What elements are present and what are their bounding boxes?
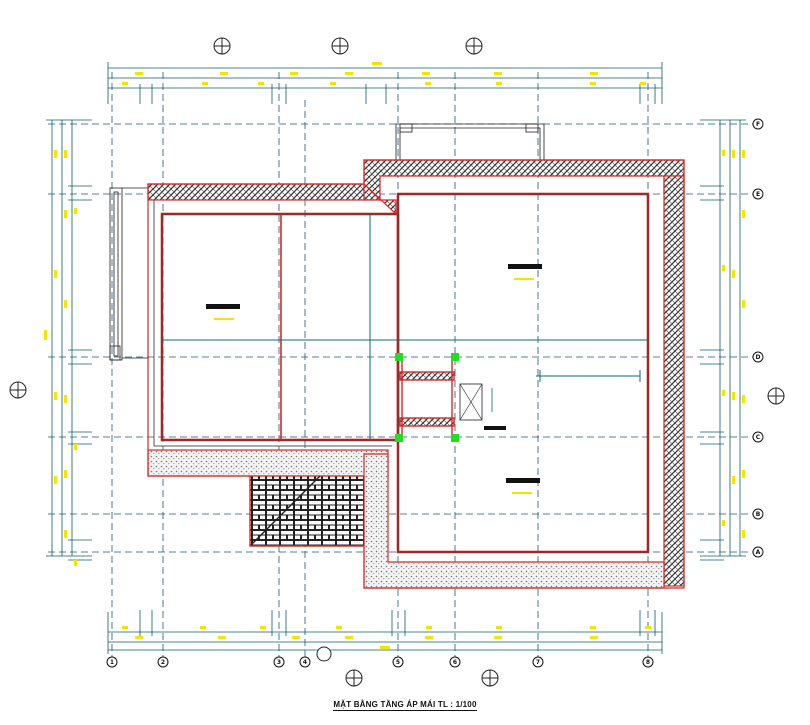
dimension-text-right <box>722 150 745 538</box>
axis-bubble-icon <box>299 656 311 668</box>
dimension-text-bottom <box>122 626 651 649</box>
level-tags <box>206 264 542 494</box>
tiled-roof <box>249 475 365 547</box>
column-markers <box>395 353 459 442</box>
roof-gravel-bands <box>147 449 665 589</box>
axis-bubble-icon <box>532 656 544 668</box>
inner-walls <box>153 192 650 554</box>
axis-label-1: 1 <box>110 659 114 666</box>
axis-bubble-icon <box>752 351 764 363</box>
axis-label-7: 7 <box>536 659 540 666</box>
axis-label-F: F <box>756 121 760 128</box>
axis-bubble-icon <box>392 656 404 668</box>
axis-bubble-icon <box>449 656 461 668</box>
axis-label-B: B <box>756 511 761 518</box>
dimension-chain-right <box>700 119 746 561</box>
axis-label-8: 8 <box>646 659 650 666</box>
axis-label-4: 4 <box>303 659 307 666</box>
axis-bubble-icon <box>642 656 654 668</box>
axis-bubble-icon <box>752 546 764 558</box>
dimension-chain-left <box>46 119 92 561</box>
dimension-text-left <box>44 150 77 566</box>
left-balcony-frame <box>109 187 148 361</box>
drawing-title: MẶT BẰNG TẦNG ÁP MÁI TL : 1/100 <box>0 700 810 711</box>
bottom-axis-bubbles: 1 2 3 4 5 6 7 8 <box>106 656 654 668</box>
stair-core <box>399 358 493 438</box>
axis-bubble-icon <box>273 656 285 668</box>
axis-label-D: D <box>756 354 761 361</box>
top-balcony-frame <box>395 123 545 160</box>
axis-bubble-icon <box>752 188 764 200</box>
right-axis-bubbles: F E D C B A <box>752 118 764 558</box>
axis-label-3: 3 <box>277 659 281 666</box>
dimension-text-top <box>122 62 646 85</box>
axis-bubble-icon <box>106 656 118 668</box>
axis-label-C: C <box>756 434 761 441</box>
axis-bubble-icon <box>752 508 764 520</box>
dimension-chain-top <box>107 62 663 104</box>
beam-lines <box>162 214 648 440</box>
axis-label-6: 6 <box>453 659 457 666</box>
axis-label-E: E <box>756 191 760 198</box>
drawing-title-text: MẶT BẰNG TẦNG ÁP MÁI TL : 1/100 <box>333 700 477 711</box>
axis-bubble-icon <box>752 118 764 130</box>
dimension-chain-bottom <box>107 610 663 654</box>
axis-label-A: A <box>756 549 761 556</box>
axis-bubble-icon <box>752 431 764 443</box>
axis-bubble-icon <box>157 656 169 668</box>
axis-label-2: 2 <box>161 659 165 666</box>
roof-parapet-hatch <box>147 159 685 587</box>
outer-walls <box>147 159 685 589</box>
axis-label-5: 5 <box>396 659 400 666</box>
section-marker-icon <box>9 37 785 687</box>
